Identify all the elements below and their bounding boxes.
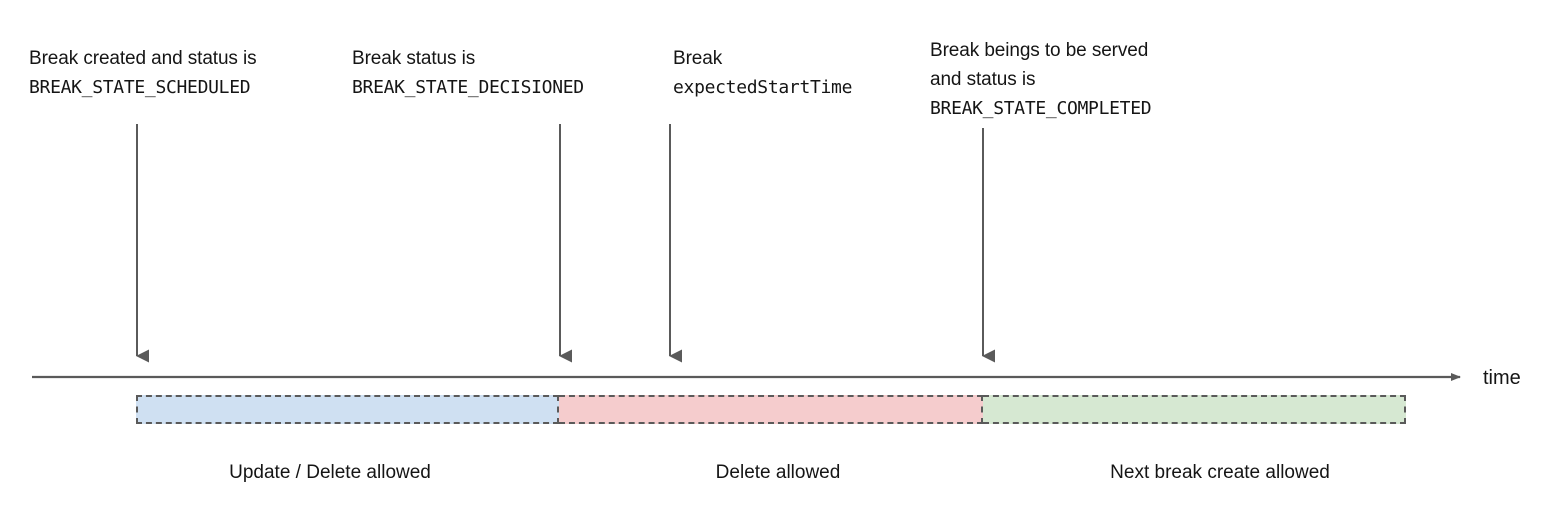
annotation-expected-start-time: Break expectedStartTime	[673, 44, 852, 102]
annotation-expected-start-time-line-2: expectedStartTime	[673, 77, 853, 98]
phase-bar-next-break-create	[983, 395, 1406, 424]
annotation-decisioned: Break status is BREAK_STATE_DECISIONED	[352, 44, 584, 102]
annotation-completed-line-2: and status is	[930, 69, 1036, 90]
annotation-scheduled-line-1: Break created and status is	[29, 48, 257, 69]
annotation-scheduled-line-2: BREAK_STATE_SCHEDULED	[29, 77, 251, 98]
caption-next-break-create: Next break create allowed	[1110, 462, 1330, 483]
annotation-decisioned-line-1: Break status is	[352, 48, 476, 69]
axis-time-label: time	[1483, 367, 1521, 389]
annotation-completed-line-1: Break beings to be served	[930, 40, 1149, 61]
phase-bar-update-delete	[136, 395, 559, 424]
annotation-completed-line-3: BREAK_STATE_COMPLETED	[930, 98, 1152, 119]
marker-arrow-completed	[982, 128, 995, 363]
caption-update-delete: Update / Delete allowed	[229, 462, 431, 483]
annotation-completed: Break beings to be served and status is BR…	[930, 36, 1152, 123]
annotation-scheduled: Break created and status is BREAK_STATE_S…	[29, 44, 257, 102]
marker-arrow-decisioned	[559, 124, 572, 363]
marker-arrow-expected-start-time	[669, 124, 682, 363]
caption-delete-only: Delete allowed	[715, 462, 841, 483]
annotation-decisioned-line-2: BREAK_STATE_DECISIONED	[352, 77, 584, 98]
annotation-expected-start-time-line-1: Break	[673, 48, 723, 69]
phase-bar-delete-only	[559, 395, 983, 424]
marker-arrow-scheduled	[136, 124, 149, 363]
